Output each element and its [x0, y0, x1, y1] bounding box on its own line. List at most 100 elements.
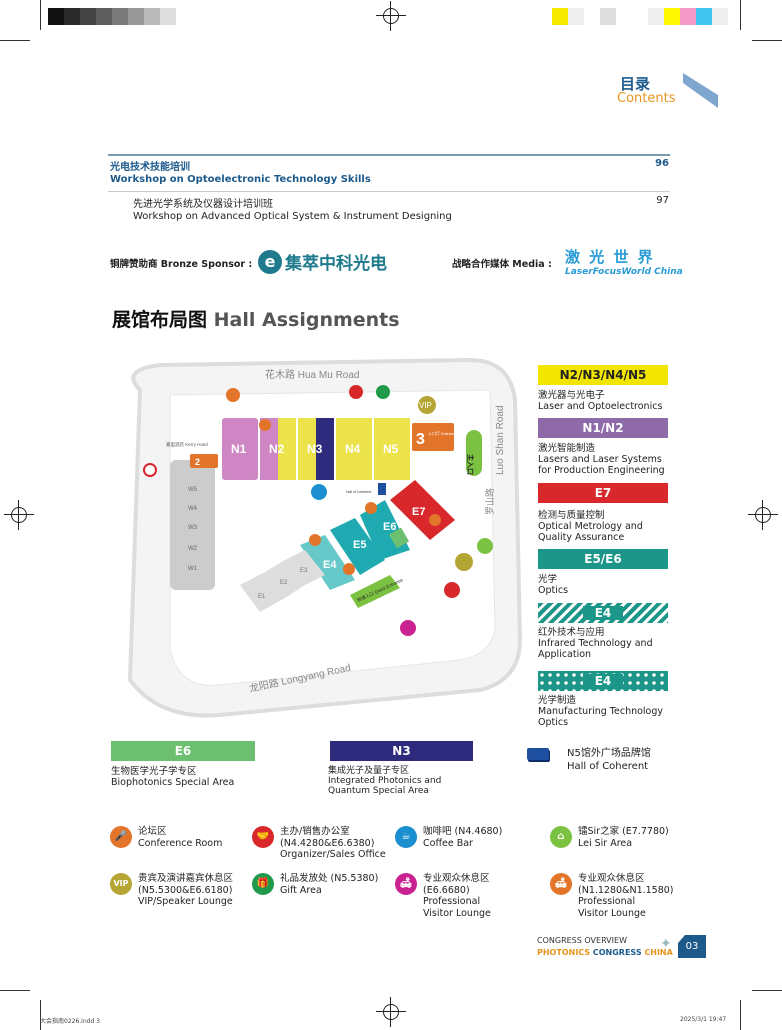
legend-en: Infrared Technology and Application — [538, 638, 653, 660]
legend-bar: E5/E6 — [538, 549, 668, 569]
icon-legend-cn: 礼品发放处 (N5.5380) — [280, 873, 379, 884]
entrance-3-label: 3 — [416, 431, 425, 448]
microphone-icon — [429, 514, 441, 526]
sponsor-name: 集萃中科光电 — [285, 254, 387, 274]
hall-N5[interactable]: N5 — [383, 442, 399, 456]
special-bar: E6 — [111, 741, 255, 761]
icon-legend-cn: 贵宾及演讲嘉宾休息区 — [138, 873, 234, 884]
contents-title-cn: 目录 — [620, 75, 651, 93]
legend-bar: E4 — [538, 671, 668, 691]
legend-bar-label: E4 — [582, 674, 624, 688]
sofa-icon: 🛋 — [550, 873, 572, 895]
icon-legend-detail: (N5.5300&E6.6180) — [138, 884, 233, 896]
vip-icon: VIP — [110, 873, 132, 895]
registration-mark — [748, 500, 778, 530]
hall-N4[interactable]: N4 — [345, 442, 361, 456]
microphone-icon — [365, 502, 377, 514]
toc-page-number: 97 — [656, 195, 669, 206]
legend-cn: 红外技术与应用 — [538, 627, 605, 638]
coherent-hall-icon — [527, 748, 549, 760]
microphone-icon — [309, 534, 321, 546]
footer-brand-part: CONGRESS — [592, 948, 645, 957]
toc-page-number: 96 — [655, 158, 669, 169]
media-logo: 激 光 世 界 LaserFocusWorld China — [565, 246, 683, 277]
bronze-sponsor-label: 铜牌赞助商 Bronze Sponsor : — [110, 259, 253, 270]
hall-N1[interactable]: N1 — [231, 442, 247, 456]
crop-mark — [0, 990, 30, 991]
legend-cn: 光学制造 — [538, 695, 577, 706]
hall-E5[interactable]: E5 — [353, 539, 366, 551]
hall-W4[interactable]: W4 — [188, 506, 198, 512]
hall-E2[interactable]: E2 — [280, 580, 288, 586]
hall-N2[interactable]: N2 — [269, 442, 285, 456]
hall-W2[interactable]: W2 — [188, 546, 198, 552]
special-en: Integrated Photonics and Quantum Special… — [328, 776, 442, 796]
icon-legend-en: Professional Visitor Lounge — [578, 896, 646, 919]
gift-icon: 🎁 — [252, 873, 274, 895]
section-title: 展馆布局图 Hall Assignments — [112, 305, 400, 332]
main-entrance-label: 主入口 — [466, 454, 475, 475]
sofa-icon — [226, 388, 240, 402]
toc-item-en: Workshop on Optoelectronic Technology Sk… — [110, 174, 371, 185]
road-east-label: Luo Shan Road — [495, 405, 506, 475]
special-en: Biophotonics Special Area — [111, 777, 235, 788]
home-icon — [477, 538, 493, 554]
special-en: Hall of Coherent — [567, 761, 649, 772]
handshake-icon — [444, 582, 460, 598]
hall-W5[interactable]: W5 — [188, 487, 198, 493]
media-label: 战略合作媒体 Media : — [452, 259, 552, 270]
gift-icon — [376, 385, 390, 399]
toc-divider — [108, 154, 670, 156]
kerry-hotel-label: 嘉里酒店 Kerry Hotel — [166, 441, 208, 448]
hall-N3[interactable]: N3 — [307, 442, 323, 456]
icon-legend-en: Professional Visitor Lounge — [423, 896, 491, 919]
icon-legend-detail: (N1.1280&N1.1580) — [578, 884, 674, 896]
icon-legend-en: Lei Sir Area — [578, 837, 633, 849]
footer-brand: PHOTONICS CONGRESS CHINA — [537, 948, 673, 957]
coffee-icon — [311, 484, 327, 500]
icon-legend-cn: 镭Sir之家 (E7.7780) — [578, 826, 669, 837]
handshake-icon: 🤝 — [252, 826, 274, 848]
crop-mark — [40, 0, 41, 30]
microphone-icon: 🎤 — [110, 826, 132, 848]
registration-mark — [376, 997, 406, 1027]
footer-brand-part: CHINA — [644, 948, 673, 957]
hall-E4[interactable]: E4 — [323, 559, 337, 571]
special-cn: N5馆外广场品牌馆 — [567, 748, 651, 759]
hall-E6[interactable]: E6 — [383, 521, 396, 533]
entrance-2-label: 2 — [195, 457, 200, 467]
legend-bar: N2/N3/N4/N5 — [538, 365, 668, 385]
main-entrance-marker — [466, 430, 482, 476]
hall-map: 花木路 Hua Mu Road Luo Shan Road 罗山路 龙阳路 Lo… — [127, 357, 523, 718]
special-bar: N3 — [330, 741, 473, 761]
hall-E7[interactable]: E7 — [412, 506, 425, 518]
coherent-hall-marker — [378, 483, 386, 495]
section-title-cn: 展馆布局图 — [112, 309, 208, 331]
vip-icon — [455, 553, 473, 571]
legend-bar: E7 — [538, 483, 668, 503]
legend-cn: 光学 — [538, 574, 558, 585]
crop-mark — [752, 40, 782, 41]
special-cn: 集成光子及量子专区 — [328, 766, 410, 776]
footer-congress-overview: CONGRESS OVERVIEW — [537, 936, 627, 945]
icon-legend-en: Gift Area — [280, 884, 322, 896]
vip-icon — [418, 396, 436, 414]
sofa-icon: 🛋 — [395, 873, 417, 895]
handshake-icon — [349, 385, 363, 399]
hall-E3[interactable]: E3 — [300, 568, 308, 574]
hall-E1[interactable]: E1 — [258, 594, 266, 600]
footer-star-icon: ✦ — [660, 936, 672, 952]
hall-W1[interactable]: W1 — [188, 566, 198, 572]
legend-bar: N1/N2 — [538, 418, 668, 438]
metro-icon — [143, 463, 157, 477]
slug-filename: 大会指南0226.indd 3 — [40, 1018, 100, 1025]
media-name-cn: 激 光 世 界 — [565, 248, 655, 266]
legend-en: Manufacturing Technology Optics — [538, 706, 664, 728]
toc-item-cn: 先进光学系统及仪器设计培训班 — [133, 199, 273, 210]
icon-legend-detail: (E6.6680) — [423, 884, 470, 896]
hall-W3[interactable]: W3 — [188, 525, 198, 531]
icon-legend-cn: 咖啡吧 (N4.4680) — [423, 826, 503, 837]
legend-cn: 检测与质量控制 — [538, 510, 605, 521]
slug-timestamp: 2025/3/1 19:47 — [680, 1016, 727, 1023]
legend-en: Laser and Optoelectronics — [538, 401, 663, 412]
